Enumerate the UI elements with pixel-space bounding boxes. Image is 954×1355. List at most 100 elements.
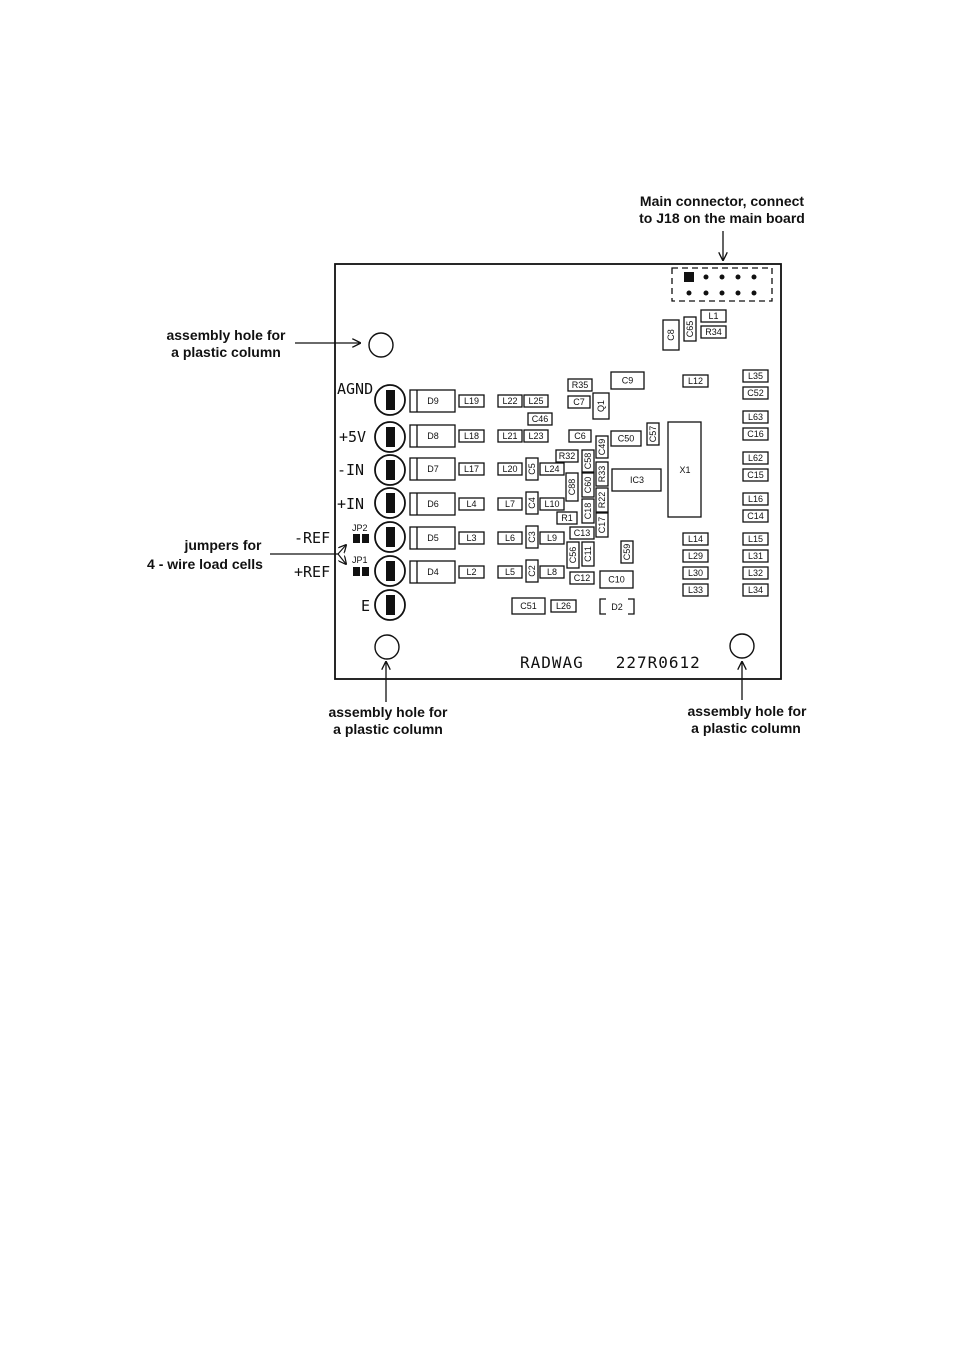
inductor-left-label: L3 [466,533,476,543]
component-l23-label: L23 [528,431,543,441]
terminal-label-5v: +5V [339,428,366,446]
right-col-c14-label: C14 [747,511,764,521]
right-col-l15-label: L15 [748,534,763,544]
inductor-left: L3 [458,531,485,545]
component-d2-label: D2 [611,602,623,612]
component-c50: C50 [610,430,642,447]
component-r22-label: R22 [597,492,607,509]
terminal-label-agnd: AGND [337,380,373,398]
right-col-l32: L32 [742,566,769,580]
component-l8-outline [539,565,565,579]
component-c5: C5 [525,457,539,481]
jumper-jp2-pad-a [353,534,360,543]
right-col-l62: L62 [742,451,769,465]
jumper-label-jp1: JP1 [352,555,368,565]
connector-pin [719,290,725,296]
component-l33-outline [682,583,709,597]
component-c10-label: C10 [608,575,625,585]
right-col-l62-outline [742,451,769,465]
component-l10-label: L10 [544,499,559,509]
component-c3-label: C3 [527,531,537,543]
callout-hole-top-left-line1: assembly hole for [166,327,286,343]
main-connector-pins [684,272,757,296]
component-l25-label: L25 [528,396,543,406]
terminal-pad-4 [374,487,406,519]
component-q1-outline [592,392,610,420]
component-r22: R22 [595,487,609,513]
right-col-c15: C15 [742,468,769,482]
component-l7-label: L7 [505,499,515,509]
component-c60-label: C60 [583,477,593,494]
component-l24: L24 [539,462,565,476]
component-c46: C46 [527,412,553,426]
component-c4: C4 [525,491,539,515]
component-c6-label: C6 [574,431,586,441]
component-l9: L9 [539,531,565,545]
inductor-left-label: L2 [466,567,476,577]
component-l22: L22 [497,394,523,408]
right-col-c14: C14 [742,509,769,523]
component-c12: C12 [569,571,595,585]
callout-main-connector-line2: to J18 on the main board [639,210,805,226]
inductor-left: L2 [458,565,485,579]
ic3-body [611,468,662,492]
right-col-c52: C52 [742,386,769,400]
component-l7: L7 [497,497,523,511]
right-col-l35-label: L35 [748,371,763,381]
component-c5-outline [525,457,539,481]
terminal-label-minus-ref: -REF [294,529,330,547]
diode-outline [409,526,456,550]
terminal-label-plus-in: +IN [337,495,364,513]
component-r33-outline [595,461,609,487]
connector-pin [719,274,725,280]
component-l30-label: L30 [688,568,703,578]
component-l29-outline [682,549,709,563]
component-c46-outline [527,412,553,426]
component-l26: L26 [550,599,577,613]
component-c50-outline [610,430,642,447]
component-l14: L14 [682,532,709,546]
component-l6-outline [497,531,523,545]
component-q1: Q1 [592,392,610,420]
inductor-left-label: L17 [464,464,479,474]
component-c57-outline [646,422,660,446]
component-r35-label: R35 [572,380,589,390]
component-l8-label: L8 [547,567,557,577]
callout-jumpers-line2: 4 - wire load cells [147,556,263,572]
component-c57-label: C57 [648,426,658,443]
component-l21-outline [497,429,523,443]
connector-pin [686,290,692,296]
component-c18-label: C18 [583,503,593,520]
right-col-l35: L35 [742,369,769,383]
terminal-pad-fill [386,460,395,480]
component-l5: L5 [497,565,523,579]
callout-jumpers-line1: jumpers for [183,537,262,553]
component-l7-outline [497,497,523,511]
component-c4-label: C4 [527,497,537,509]
component-c8-label: C8 [666,329,676,341]
component-l22-outline [497,394,523,408]
component-c50-label: C50 [618,434,635,444]
component-c11-outline [581,541,595,567]
terminal-label-plus-ref: +REF [294,563,330,581]
component-l22-label: L22 [502,396,517,406]
terminal-pad-fill [386,427,395,447]
right-col-l32-label: L32 [748,568,763,578]
component-l29: L29 [682,549,709,563]
connector-pin [735,274,741,280]
right-col-l34: L34 [742,583,769,597]
component-c9-label: C9 [622,376,634,386]
terminal-pad-2 [374,421,406,453]
terminal-pad-fill [386,595,395,615]
component-l20-label: L20 [502,464,517,474]
component-r32-label: R32 [559,451,576,461]
component-c10: C10 [599,570,634,589]
component-c18: C18 [581,498,595,524]
component-l1-outline [700,309,727,323]
component-c7-label: C7 [573,397,585,407]
component-d2: D2 [599,598,635,615]
